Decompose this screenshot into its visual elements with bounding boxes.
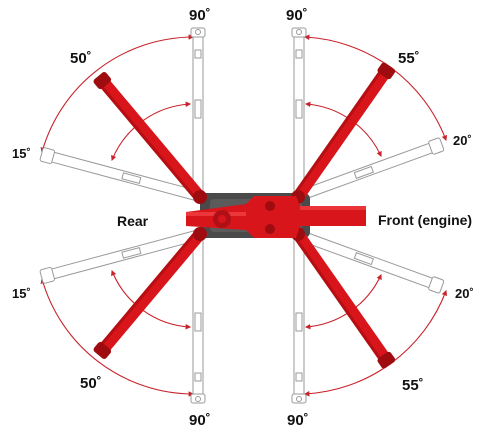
angle-label-top-right-low: 20˚	[453, 133, 472, 148]
angle-label-bottom-left-low: 15˚	[12, 286, 31, 301]
angle-label-bottom-left-vertical: 90˚	[189, 412, 211, 429]
ghost-outrigger-bottom-left-vertical	[190, 236, 206, 404]
outrigger-bottom-right	[291, 227, 396, 369]
angle-label-bottom-right-diagonal: 55˚	[402, 377, 424, 394]
outrigger-top-left	[93, 72, 207, 204]
angle-label-bottom-right-low: 20˚	[455, 286, 474, 301]
front-engine-label: Front (engine)	[378, 212, 472, 228]
ghost-outrigger-top-left-low	[39, 147, 200, 202]
arc-bottom-left-outer	[40, 277, 195, 397]
ghost-outrigger-top-right-vertical	[291, 27, 307, 195]
boom	[186, 196, 366, 238]
angle-label-top-right-vertical: 90˚	[286, 7, 308, 24]
angle-label-top-left-diagonal: 50˚	[70, 50, 92, 67]
angle-label-top-right-diagonal: 55˚	[398, 50, 420, 67]
outrigger-top-right	[291, 62, 396, 204]
angle-label-bottom-left-diagonal: 50˚	[80, 375, 102, 392]
angle-label-top-left-vertical: 90˚	[189, 7, 211, 24]
outrigger-bottom-left	[93, 227, 207, 359]
rear-label: Rear	[117, 213, 149, 229]
ghost-outrigger-bottom-left-low	[39, 229, 200, 284]
angle-label-bottom-right-vertical: 90˚	[287, 412, 309, 429]
ghost-outrigger-bottom-right-vertical	[291, 236, 307, 404]
ghost-outrigger-top-right-low	[296, 137, 445, 202]
ghost-outrigger-top-left-vertical	[190, 27, 206, 195]
red-outriggers	[93, 62, 396, 369]
ghost-outriggers	[39, 27, 445, 404]
ghost-outrigger-bottom-right-low	[296, 229, 445, 294]
angle-label-top-left-low: 15˚	[12, 146, 31, 161]
arc-top-left-outer	[40, 34, 195, 154]
